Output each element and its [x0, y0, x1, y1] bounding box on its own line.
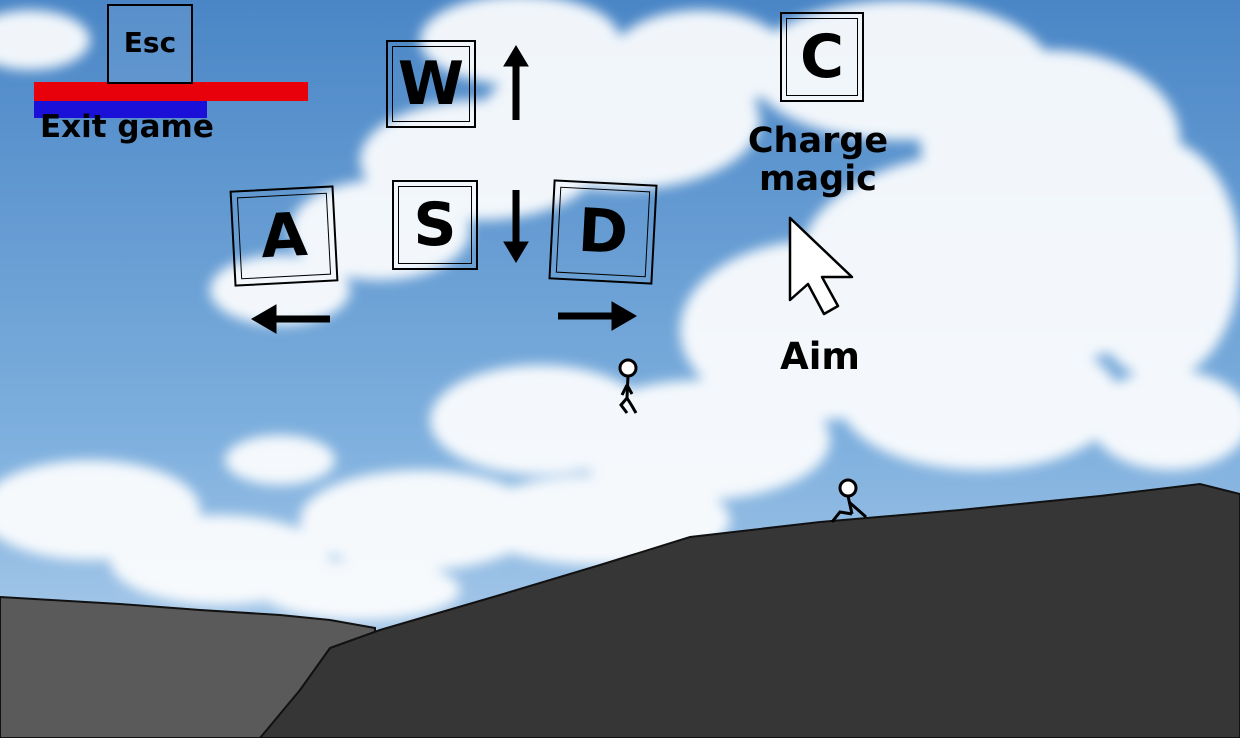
arrow-down-icon [503, 190, 529, 263]
background-hill [0, 595, 376, 738]
exit-game-label: Exit game [40, 109, 214, 145]
charge-magic-label-line2: magic [759, 159, 877, 199]
arrow-left-icon [251, 304, 330, 334]
s-key-label: S [413, 190, 457, 260]
s-key-inner-border [398, 186, 472, 264]
d-key: D [548, 179, 658, 285]
charge-magic-label-line1: Charge [747, 121, 889, 161]
w-key-label: W [397, 49, 465, 119]
a-key-inner-border [236, 192, 332, 280]
enemy-stick-figure [830, 478, 867, 523]
player-stick-figure [618, 358, 638, 414]
w-key-inner-border [392, 46, 470, 122]
esc-key: Esc [107, 4, 193, 84]
c-key-label: C [799, 22, 845, 92]
a-key: A [229, 185, 339, 287]
arrow-right-icon [558, 301, 637, 331]
clouds [0, 0, 1240, 620]
c-key: C [780, 12, 864, 102]
d-key-inner-border [555, 186, 651, 278]
mouse-cursor-icon [788, 216, 854, 316]
arrow-up-icon [503, 45, 529, 120]
s-key: S [392, 180, 478, 270]
c-key-inner-border [786, 18, 858, 96]
ground-terrain [258, 482, 1240, 738]
mana-bar [34, 101, 207, 118]
aim-label: Aim [780, 335, 860, 378]
esc-key-label: Esc [123, 25, 177, 59]
health-bar [34, 82, 308, 101]
w-key: W [386, 40, 476, 128]
